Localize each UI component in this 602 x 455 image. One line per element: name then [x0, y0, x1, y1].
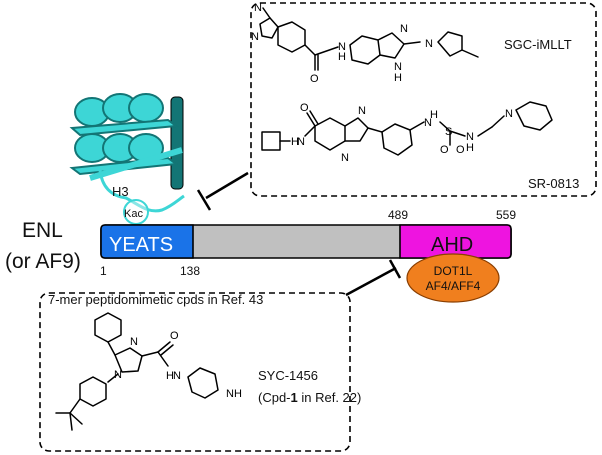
inhibition-arrow-top: [196, 171, 249, 211]
atom-label: N: [254, 2, 262, 14]
residue-end-ahd: 559: [496, 208, 516, 222]
histone-h3-label: H3: [112, 184, 129, 199]
partner-ellipse: [406, 253, 500, 303]
atom-label: NH: [226, 388, 242, 400]
top-inhibitor-box: [250, 2, 597, 197]
note-suffix: in Ref. 22): [298, 390, 362, 405]
sr-0813-structure: H N O N N N H S O O N H N: [261, 101, 553, 164]
bottom-box-header: 7-mer peptidomimetic cpds in Ref. 43: [48, 292, 263, 307]
atom-label: S: [445, 126, 452, 138]
atom-label: N: [173, 370, 181, 382]
atom-label: O: [170, 330, 179, 342]
compound-name-sgc-imllt: SGC-iMLLT: [504, 37, 572, 52]
atom-label: N: [400, 23, 408, 35]
atom-label: N: [424, 117, 432, 129]
compound-name-syc-1456: SYC-1456: [258, 368, 318, 383]
syc-1456-reference-note: (Cpd-1 in Ref. 22): [258, 390, 361, 405]
partner-line-2: AF4/AFF4: [426, 279, 481, 293]
histone-h3-illustration: [69, 93, 185, 225]
residue-start-ahd: 489: [388, 208, 408, 222]
atom-label: H: [338, 51, 346, 63]
atom-label: N: [251, 31, 259, 43]
atom-label: H: [291, 136, 299, 148]
atom-label: N: [341, 152, 349, 164]
atom-label: N: [425, 38, 433, 50]
atom-label: O: [310, 73, 319, 85]
yeats-label: YEATS: [109, 234, 173, 256]
sgc-imllt-structure: N N O N H N N H N: [251, 2, 479, 85]
atom-label: H: [466, 142, 474, 154]
domain-ahd: [399, 224, 512, 259]
note-prefix: (Cpd-: [258, 390, 291, 405]
atom-label: O: [440, 144, 449, 156]
atom-label: N: [505, 108, 513, 120]
bottom-inhibitor-box: [39, 292, 351, 452]
atom-label: N: [114, 369, 122, 381]
atom-label: N: [297, 136, 305, 148]
atom-label: N: [338, 41, 346, 53]
atom-label: N: [358, 105, 366, 117]
atom-label: H: [166, 370, 174, 382]
residue-end-yeats: 138: [180, 264, 200, 278]
atom-label: H: [430, 109, 438, 121]
compound-name-sr-0813: SR-0813: [528, 176, 579, 191]
note-bold: 1: [291, 390, 298, 405]
atom-label: O: [300, 102, 309, 114]
inhibition-arrow-bottom: [345, 259, 402, 297]
protein-alias: (or AF9): [5, 250, 81, 273]
atom-label: N: [394, 61, 402, 73]
acetyl-lysine-label: Kac: [124, 208, 143, 220]
residue-start-yeats: 1: [100, 264, 107, 278]
atom-label: H: [394, 72, 402, 84]
protein-name: ENL: [22, 219, 63, 242]
partner-line-1: DOT1L: [434, 264, 473, 278]
atom-label: N: [130, 336, 138, 348]
atom-label: N: [466, 131, 474, 143]
atom-label: O: [456, 144, 465, 156]
syc-1456-structure: N N O H N NH: [55, 312, 242, 431]
ahd-label: AHD: [431, 234, 473, 256]
domain-yeats: [100, 224, 194, 259]
